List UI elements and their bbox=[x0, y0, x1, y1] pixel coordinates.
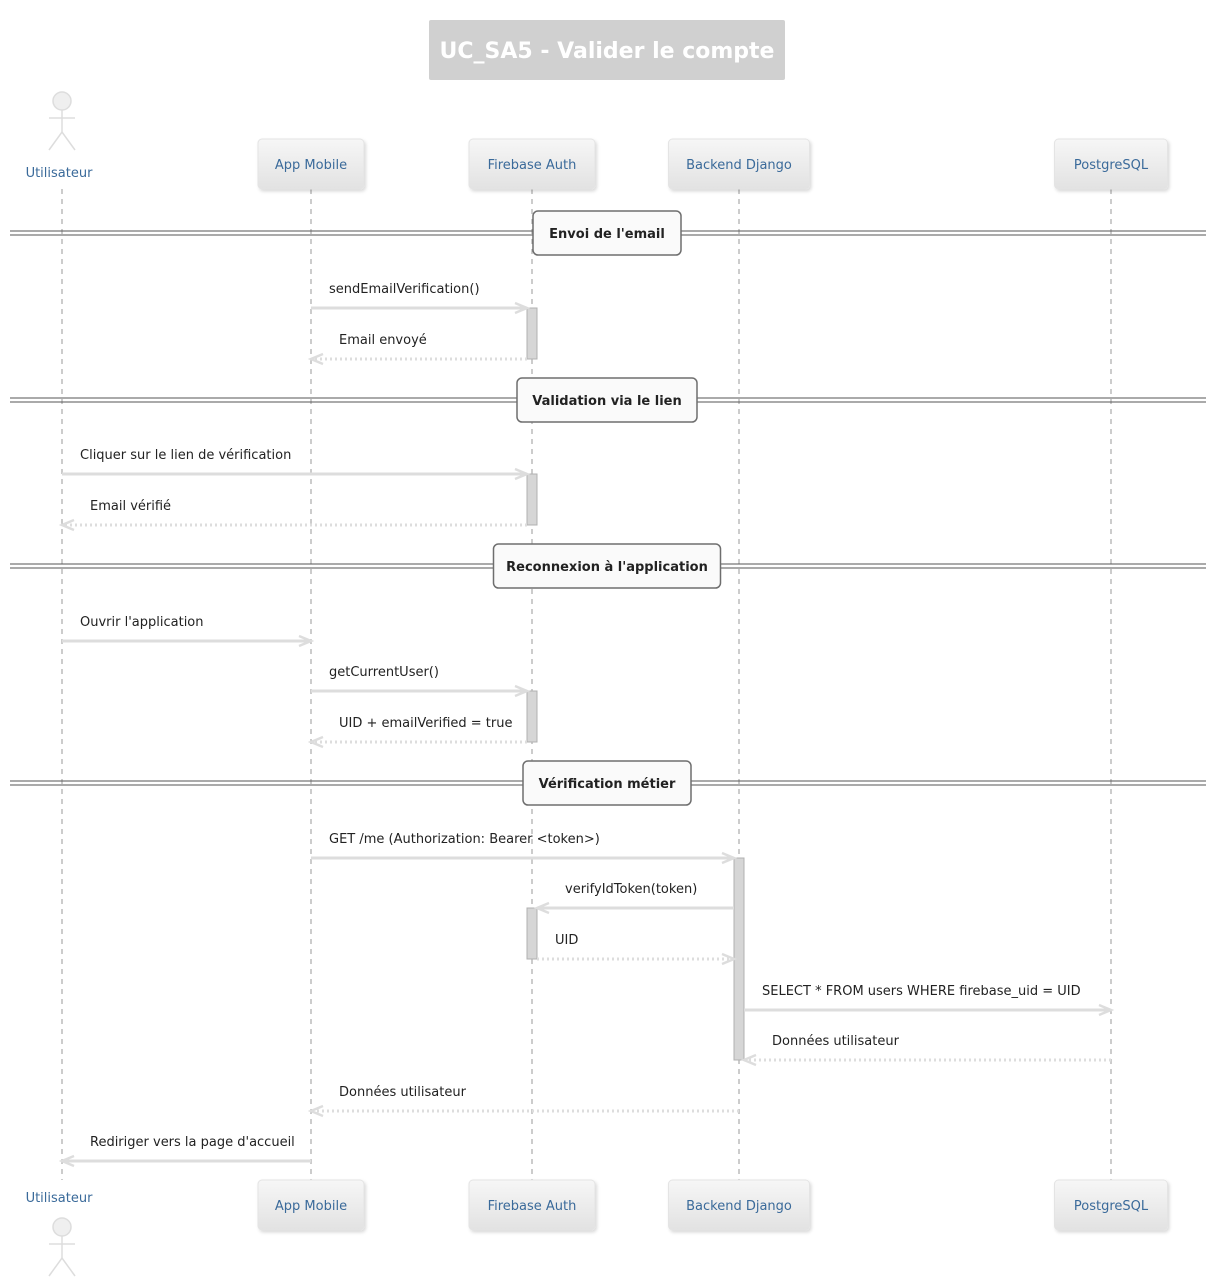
message: UID + emailVerified = true bbox=[307, 716, 527, 749]
arrow-head bbox=[298, 634, 315, 648]
participant-label: Firebase Auth bbox=[488, 1199, 577, 1214]
message-label: GET /me (Authorization: Bearer <token>) bbox=[329, 832, 600, 847]
activation-bar-firebase bbox=[526, 690, 538, 743]
message: Données utilisateur bbox=[307, 1085, 739, 1118]
section-label-box bbox=[492, 543, 722, 589]
section-divider: Reconnexion à l'application bbox=[10, 543, 1206, 589]
participant-postgres-bottom: PostgreSQL bbox=[1054, 1179, 1168, 1231]
message-label: Cliquer sur le lien de vérification bbox=[80, 448, 291, 463]
participant-box bbox=[257, 138, 365, 190]
title-text: UC_SA5 - Valider le compte bbox=[440, 39, 775, 64]
actor-legs-icon bbox=[48, 130, 76, 151]
participant-firebase-top: Firebase Auth bbox=[468, 138, 596, 190]
participant-label: Backend Django bbox=[686, 1199, 792, 1214]
participant-label: PostgreSQL bbox=[1074, 1199, 1149, 1214]
arrow-head bbox=[58, 518, 75, 532]
participant-django-bottom: Backend Django bbox=[668, 1179, 810, 1231]
section-label: Envoi de l'email bbox=[549, 227, 665, 242]
actor-top: Utilisateur bbox=[26, 91, 94, 181]
message-label: getCurrentUser() bbox=[329, 665, 439, 680]
arrow-head bbox=[514, 467, 531, 481]
arrow-head bbox=[721, 952, 738, 966]
participant-app-top: App Mobile bbox=[257, 138, 365, 190]
message: UID bbox=[537, 933, 738, 966]
participant-box bbox=[468, 138, 596, 190]
activation-bar-firebase bbox=[526, 473, 538, 526]
message-label: Email envoyé bbox=[339, 333, 427, 348]
message-label: verifyIdToken(token) bbox=[565, 882, 697, 897]
arrow-head bbox=[514, 301, 531, 315]
message: getCurrentUser() bbox=[311, 665, 531, 698]
message: sendEmailVerification() bbox=[311, 282, 531, 315]
section-divider: Validation via le lien bbox=[10, 377, 1206, 423]
actor-legs-icon bbox=[48, 1256, 76, 1277]
actor-head-icon bbox=[52, 1217, 72, 1237]
participant-label: Utilisateur bbox=[26, 166, 94, 181]
message-label: SELECT * FROM users WHERE firebase_uid =… bbox=[762, 984, 1081, 999]
diagram-title: UC_SA5 - Valider le compte bbox=[429, 20, 785, 80]
title-box bbox=[429, 20, 785, 80]
participant-label: Utilisateur bbox=[26, 1191, 94, 1206]
arrow-head bbox=[58, 1154, 75, 1168]
section-label: Vérification métier bbox=[539, 777, 676, 792]
actor-head-icon bbox=[52, 91, 72, 111]
arrow-head bbox=[514, 684, 531, 698]
participant-box bbox=[468, 1179, 596, 1231]
lifelines bbox=[61, 189, 1112, 1180]
participant-label: App Mobile bbox=[275, 158, 347, 173]
arrow-head bbox=[1098, 1003, 1115, 1017]
arrow-head bbox=[533, 901, 550, 915]
participant-label: Backend Django bbox=[686, 158, 792, 173]
message-label: Ouvrir l'application bbox=[80, 615, 204, 630]
section-divider: Vérification métier bbox=[10, 760, 1206, 806]
message-label: Données utilisateur bbox=[339, 1085, 467, 1100]
participant-firebase-bottom: Firebase Auth bbox=[468, 1179, 596, 1231]
activation-bars bbox=[526, 307, 745, 1061]
message-label: Données utilisateur bbox=[772, 1034, 900, 1049]
participant-box bbox=[1054, 1179, 1168, 1231]
arrow-head bbox=[740, 1053, 757, 1067]
message-label: Email vérifié bbox=[90, 499, 171, 514]
participant-box bbox=[1054, 138, 1168, 190]
participant-django-top: Backend Django bbox=[668, 138, 810, 190]
message-label: Rediriger vers la page d'accueil bbox=[90, 1135, 295, 1150]
section-label: Reconnexion à l'application bbox=[506, 560, 708, 575]
arrow-head bbox=[307, 352, 324, 366]
message: Rediriger vers la page d'accueil bbox=[58, 1135, 311, 1168]
participant-label: App Mobile bbox=[275, 1199, 347, 1214]
message: Email vérifié bbox=[58, 499, 527, 532]
participant-box bbox=[668, 138, 810, 190]
section-label-box bbox=[516, 377, 698, 423]
message: Cliquer sur le lien de vérification bbox=[62, 448, 531, 481]
message: Ouvrir l'application bbox=[62, 615, 315, 648]
participant-app-bottom: App Mobile bbox=[257, 1179, 365, 1231]
activation-bar-firebase bbox=[526, 907, 538, 960]
messages: sendEmailVerification() Email envoyéCliqu… bbox=[58, 282, 1115, 1168]
message: Email envoyé bbox=[307, 333, 527, 366]
message-label: UID + emailVerified = true bbox=[339, 716, 512, 731]
arrow-head bbox=[307, 1104, 324, 1118]
message: SELECT * FROM users WHERE firebase_uid =… bbox=[744, 984, 1115, 1017]
participant-postgres-top: PostgreSQL bbox=[1054, 138, 1168, 190]
participant-label: PostgreSQL bbox=[1074, 158, 1149, 173]
section-divider: Envoi de l'email bbox=[10, 210, 1206, 256]
section-label-box bbox=[522, 760, 692, 806]
participant-box bbox=[257, 1179, 365, 1231]
arrow-head bbox=[307, 735, 324, 749]
actor-bottom: Utilisateur bbox=[26, 1191, 94, 1277]
section-label-box bbox=[532, 210, 682, 256]
arrow-head bbox=[721, 851, 738, 865]
message: verifyIdToken(token) bbox=[533, 882, 734, 915]
message-label: UID bbox=[555, 933, 578, 948]
section-label: Validation via le lien bbox=[532, 394, 682, 409]
message: GET /me (Authorization: Bearer <token>) bbox=[311, 832, 738, 865]
activation-bar-firebase bbox=[526, 307, 538, 360]
message: Données utilisateur bbox=[740, 1034, 1111, 1067]
participant-box bbox=[668, 1179, 810, 1231]
message-label: sendEmailVerification() bbox=[329, 282, 480, 297]
participant-label: Firebase Auth bbox=[488, 158, 577, 173]
